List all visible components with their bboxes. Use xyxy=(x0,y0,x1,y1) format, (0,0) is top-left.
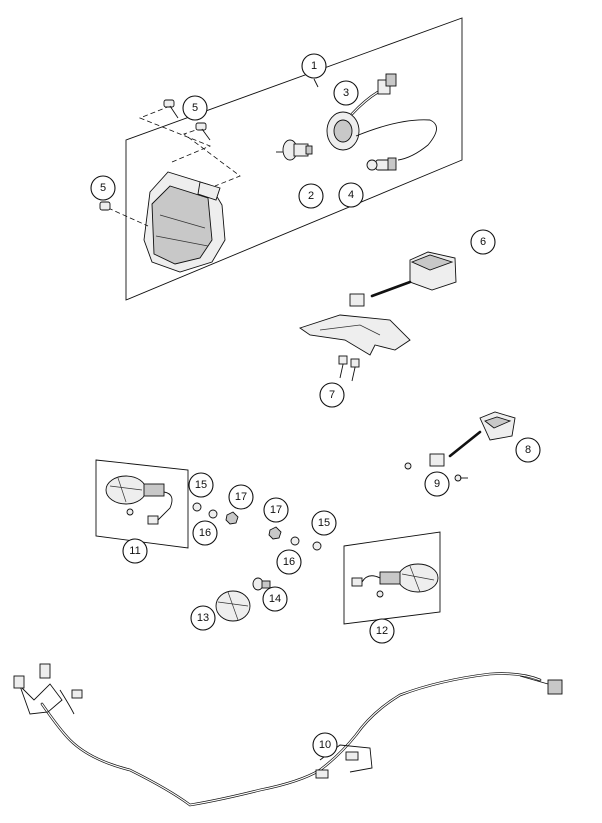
indicator-right-panel xyxy=(343,531,441,625)
callout-5-top: 5 xyxy=(182,95,208,121)
assembly-line-screw-right xyxy=(183,127,241,187)
callout-11-label: 11 xyxy=(129,545,140,557)
indicator-left xyxy=(105,475,173,525)
headlight-housing xyxy=(143,171,226,273)
nut-17-right xyxy=(268,526,282,540)
headlight-bulb xyxy=(276,139,313,161)
lamp-bracket xyxy=(299,314,411,356)
indicator-lens xyxy=(215,590,251,622)
callout-16-left: 16 xyxy=(192,520,218,546)
callout-14: 14 xyxy=(262,586,288,612)
callout-2: 2 xyxy=(298,183,324,209)
wiring-harness xyxy=(13,663,563,807)
callout-12-label: 12 xyxy=(376,625,388,637)
callout-4: 4 xyxy=(338,182,364,208)
callout-8: 8 xyxy=(515,437,541,463)
nut-17-left xyxy=(225,511,239,525)
callout-4-label: 4 xyxy=(348,189,354,201)
washer-16-right xyxy=(290,536,300,546)
headlight-screw-left xyxy=(99,201,111,211)
callout-17-right: 17 xyxy=(263,497,289,523)
callout-9: 9 xyxy=(424,471,450,497)
callout-10: 10 xyxy=(312,732,338,758)
callout-15-right-label: 15 xyxy=(318,517,330,529)
indicator-bulb xyxy=(252,577,271,591)
callout-17-left: 17 xyxy=(228,484,254,510)
callout-17-right-label: 17 xyxy=(270,504,282,516)
bracket-screws xyxy=(338,355,360,382)
callout-13: 13 xyxy=(190,605,216,631)
callout-6: 6 xyxy=(470,229,496,255)
headlight-group-panel xyxy=(125,17,463,301)
washer-15-left xyxy=(192,502,202,512)
license-plate-lamp xyxy=(349,251,457,307)
callout-12: 12 xyxy=(369,618,395,644)
callout-2-label: 2 xyxy=(308,190,314,202)
callout-14-label: 14 xyxy=(269,593,281,605)
callout-1: 1 xyxy=(301,53,327,88)
parking-bulb xyxy=(366,157,397,171)
callout-16-right: 16 xyxy=(276,549,302,575)
callout-1-label: 1 xyxy=(311,60,317,72)
license-light-screws xyxy=(404,462,468,482)
callout-15-left: 15 xyxy=(188,472,214,498)
callout-6-label: 6 xyxy=(480,236,486,248)
bulb-socket xyxy=(326,73,437,161)
headlight-screw-right xyxy=(195,122,211,141)
callout-5-left-label: 5 xyxy=(100,182,106,194)
callout-17-left-label: 17 xyxy=(235,491,247,503)
callout-7-label: 7 xyxy=(329,389,335,401)
callout-10-label: 10 xyxy=(319,739,331,751)
callout-5-top-label: 5 xyxy=(192,102,198,114)
headlight-screw-top xyxy=(163,99,179,119)
callout-3-label: 3 xyxy=(343,87,349,99)
callout-8-label: 8 xyxy=(525,444,531,456)
callout-3: 3 xyxy=(333,80,359,106)
license-light xyxy=(429,411,516,467)
callout-16-right-label: 16 xyxy=(283,556,295,568)
callout-16-left-label: 16 xyxy=(199,527,211,539)
callout-7: 7 xyxy=(319,382,345,408)
callout-15-left-label: 15 xyxy=(195,479,207,491)
washer-15-right xyxy=(312,541,322,551)
callout-11: 11 xyxy=(122,538,148,564)
callout-13-label: 13 xyxy=(197,612,209,624)
indicator-right xyxy=(351,563,439,598)
callout-5-left: 5 xyxy=(90,175,116,201)
indicator-left-panel xyxy=(95,459,189,549)
callout-9-label: 9 xyxy=(434,478,440,490)
callout-15-right: 15 xyxy=(311,510,337,536)
assembly-line-screw-top xyxy=(138,105,212,163)
washer-16-left xyxy=(208,509,218,519)
